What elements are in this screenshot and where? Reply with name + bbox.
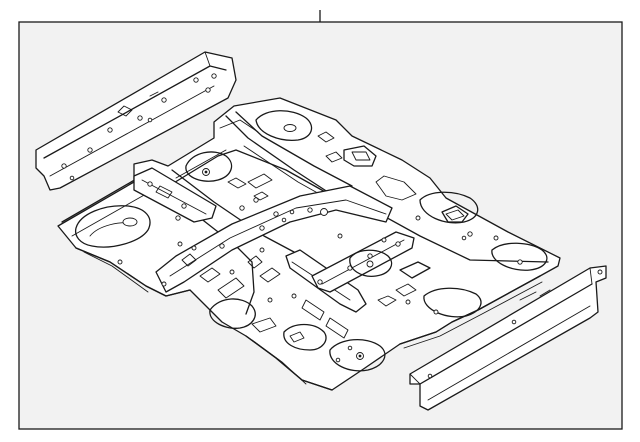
lower-right-crossmember[interactable] [409,265,607,411]
floor-pan-assembly[interactable] [57,97,561,391]
upper-left-crossmember[interactable] [35,51,237,191]
